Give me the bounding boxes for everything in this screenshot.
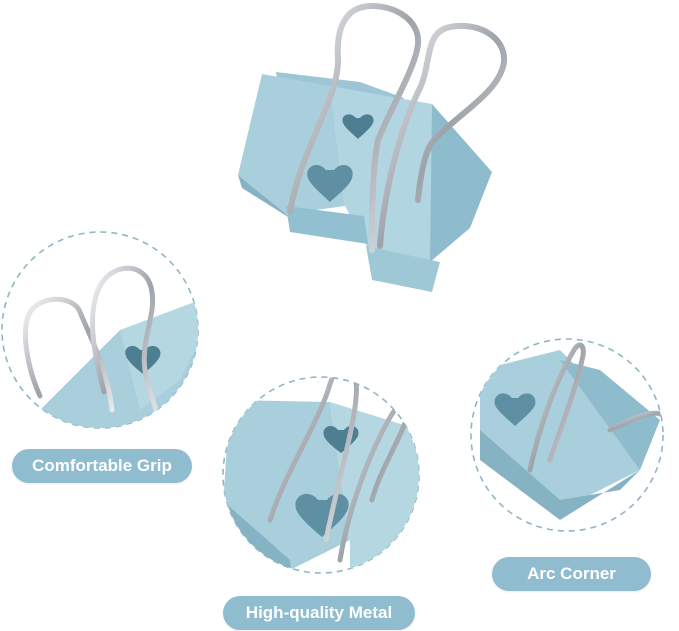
wire-handle — [22, 296, 115, 413]
wire-handle — [527, 342, 586, 473]
label-arc-corner: Arc Corner — [492, 557, 651, 591]
heart-cutout — [307, 164, 353, 202]
label-high-quality-metal: High-quality Metal — [223, 596, 415, 630]
detail-circle-grip — [1, 231, 199, 429]
wire-handle — [607, 410, 663, 433]
detail-circle-metal — [222, 376, 420, 574]
wire-handle-right — [377, 22, 508, 249]
main-binder-clip — [238, 2, 508, 292]
label-comfortable-grip: Comfortable Grip — [12, 449, 192, 483]
wire-handle — [89, 265, 161, 421]
detail-circle-arc — [470, 338, 664, 532]
wire-handle-left — [287, 2, 422, 253]
wire-handle — [267, 377, 360, 543]
